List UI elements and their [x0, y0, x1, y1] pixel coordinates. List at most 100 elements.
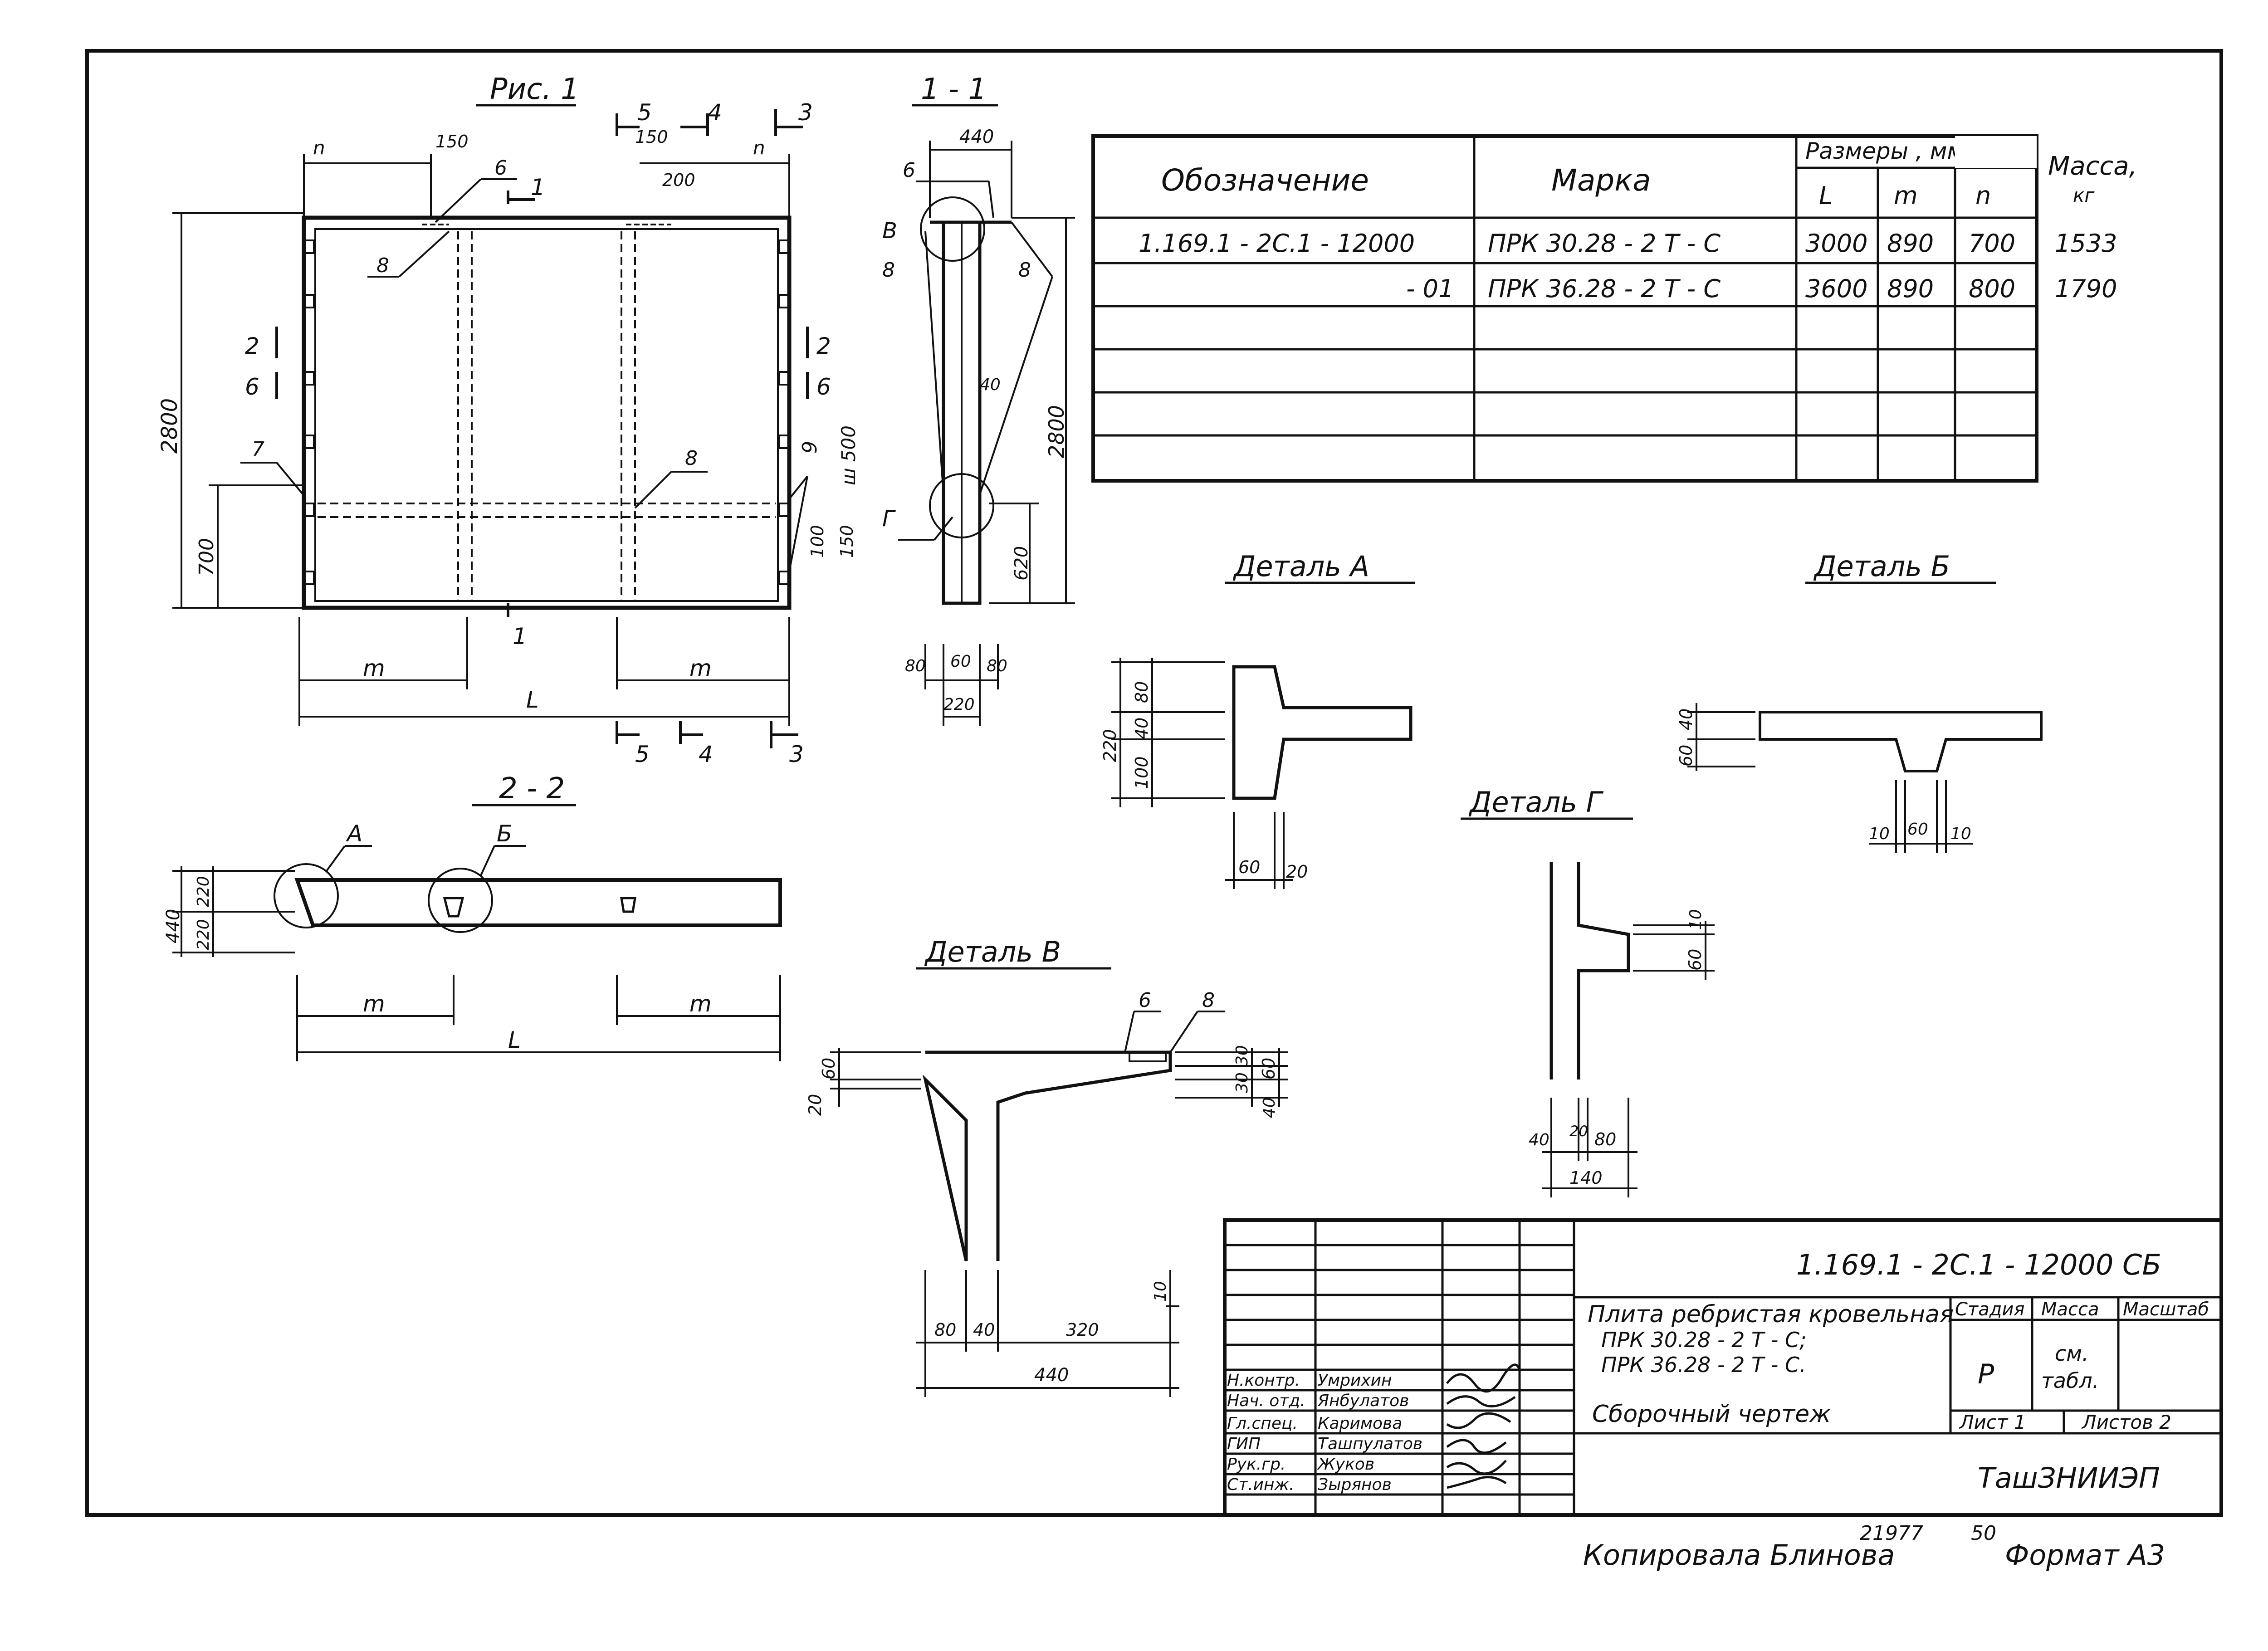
spec-row1-m: 890 [1887, 229, 1934, 258]
detailV-dim-40: 40 [1260, 1097, 1279, 1118]
tb-role-3: ГИП [1227, 1435, 1261, 1453]
sheet-frame [85, 49, 2223, 1517]
detail-A: Деталь А 220 80 40 100 60 20 [1100, 550, 1415, 889]
sec11-dim-220: 220 [943, 695, 975, 714]
detailA-dims [1111, 658, 1293, 889]
spec-header-mark: Марка [1551, 163, 1651, 198]
spec-header-m: m [1894, 181, 1918, 210]
leader-6: 6 [494, 156, 507, 180]
sec22-dim-m-right: m [689, 991, 712, 1017]
tb-doc: Сборочный чертеж [1592, 1401, 1831, 1428]
cut-2-left: 2 [245, 333, 259, 359]
cut-6-right: 6 [816, 374, 831, 400]
detailV-dim-60r: 60 [1259, 1058, 1279, 1080]
detailV-dim-80: 80 [934, 1320, 956, 1340]
footer-n2: 50 [1971, 1522, 1996, 1545]
footer-copied: Копировала Блинова [1583, 1539, 1895, 1572]
tb-name-3: Ташпулатов [1318, 1435, 1422, 1453]
detailA-dim-40: 40 [1132, 718, 1152, 739]
sec11-dim-440: 440 [959, 127, 994, 147]
tb-stage-h: Стадия [1955, 1299, 2024, 1320]
detailB-dims [1687, 703, 1973, 853]
fig1-dims [172, 154, 790, 726]
spec-header-sizes: Размеры , мм [1805, 138, 1964, 164]
sec22-label-A: А [346, 821, 362, 847]
sec22-dims [172, 866, 781, 1061]
slab-outline [302, 215, 792, 610]
leader-9: 9 [798, 441, 821, 454]
detailV-dim-20: 20 [805, 1094, 825, 1116]
spec-row2-L: 3600 [1805, 274, 1867, 303]
sec22-callout-B [428, 868, 493, 933]
tb-mass2: табл. [2041, 1368, 2099, 1393]
spec-row2-mark: ПРК 36.28 - 2 Т - С [1488, 274, 1721, 303]
tb-scale-h: Масштаб [2123, 1299, 2209, 1320]
spec-header-n: n [1975, 181, 1991, 210]
section-2-2: 2 - 2 А Б 440 220 220 m m L [163, 772, 782, 1061]
detailV-dims [830, 1048, 1288, 1397]
detail-B: Деталь Б 40 60 10 60 10 [1676, 550, 2043, 853]
spec-row2-n: 800 [1969, 274, 2015, 303]
spec-row1-mass: 1533 [2055, 229, 2117, 258]
detailV-dim-320: 320 [1066, 1320, 1099, 1340]
embedded-parts [302, 224, 791, 585]
spec-header-kg: кг [2073, 184, 2095, 206]
detailG-dim-40: 40 [1529, 1131, 1549, 1149]
dim-2800: 2800 [157, 398, 182, 454]
detailB-shape [1759, 711, 2043, 772]
spec-row2-m: 890 [1887, 274, 1934, 303]
spec-table: Обозначение Марка Размеры , мм L m n Мас… [1091, 134, 2137, 483]
dim-150b: 150 [635, 127, 668, 147]
detailA-dim-60: 60 [1238, 857, 1260, 877]
spec-row1-L: 3000 [1805, 229, 1867, 258]
spec-row1-n: 700 [1969, 229, 2015, 258]
sec11-leader-6: 6 [903, 159, 915, 182]
footer: Копировала Блинова 21977 50 Формат А3 [1583, 1522, 2165, 1572]
detailG-dim-140: 140 [1569, 1168, 1603, 1188]
tb-code: 1.169.1 - 2С.1 - 12000 СБ [1796, 1248, 2161, 1281]
sec11-leader-B: В [882, 218, 897, 244]
footer-n1: 21977 [1860, 1522, 1923, 1545]
detailV-dim-10: 10 [1151, 1281, 1170, 1302]
spec-table-grid [1093, 136, 2038, 481]
fig1-plan: Рис. 1 n 150 200 150 [157, 73, 860, 767]
title-block: 1.169.1 - 2С.1 - 12000 СБ Плита ребриста… [1223, 1218, 2223, 1517]
dim-m-left: m [363, 655, 385, 681]
dim-200: 200 [662, 170, 695, 190]
spec-mass-mask [1955, 136, 2037, 168]
detailB-dim-60v: 60 [1676, 745, 1696, 767]
cut-1-bottom: 1 [513, 623, 527, 650]
leader-8b: 8 [685, 447, 698, 470]
detail-V: Деталь В 6 8 60 20 30 30 40 60 10 80 40 [805, 935, 1288, 1397]
detailB-dim-10a: 10 [1869, 825, 1890, 843]
sec11-leaders [898, 181, 1053, 541]
sec22-rib-1 [443, 897, 464, 918]
slab-inner [314, 228, 779, 602]
detailV-shape [922, 1050, 1172, 1261]
sec22-dim-L: L [508, 1027, 521, 1053]
dim-m-right: m [689, 655, 712, 681]
spec-row1-designation: 1.169.1 - 2С.1 - 12000 [1139, 229, 1415, 258]
sec11-dims [924, 141, 1075, 726]
spec-header-designation: Обозначение [1161, 163, 1369, 198]
leader-8a: 8 [376, 254, 389, 277]
spec-header-L: L [1819, 181, 1833, 210]
tb-org: ТашЗНИИЭП [1978, 1461, 2160, 1495]
tb-name-5: Зырянов [1318, 1475, 1392, 1494]
cut-markers [275, 109, 809, 748]
detailG-dim-80: 80 [1594, 1129, 1616, 1149]
detailB-dim-60: 60 [1907, 820, 1928, 839]
cut-5-bottom: 5 [635, 741, 650, 767]
detailV-dim-40b: 40 [973, 1320, 995, 1340]
tb-name2: ПРК 30.28 - 2 Т - С; [1601, 1328, 1807, 1352]
tb-role-2: Гл.спец. [1227, 1414, 1298, 1433]
tb-name3: ПРК 36.28 - 2 Т - С. [1601, 1353, 1806, 1377]
spec-row2-mass: 1790 [2055, 274, 2117, 303]
detailA-shape [1232, 665, 1413, 800]
detailB-dim-10b: 10 [1950, 825, 1971, 843]
detailV-leader-8: 8 [1202, 989, 1215, 1012]
tb-name-1: Янбулатов [1317, 1392, 1409, 1410]
dim-100: 100 [807, 525, 827, 558]
detailG-dims [1542, 921, 1715, 1197]
